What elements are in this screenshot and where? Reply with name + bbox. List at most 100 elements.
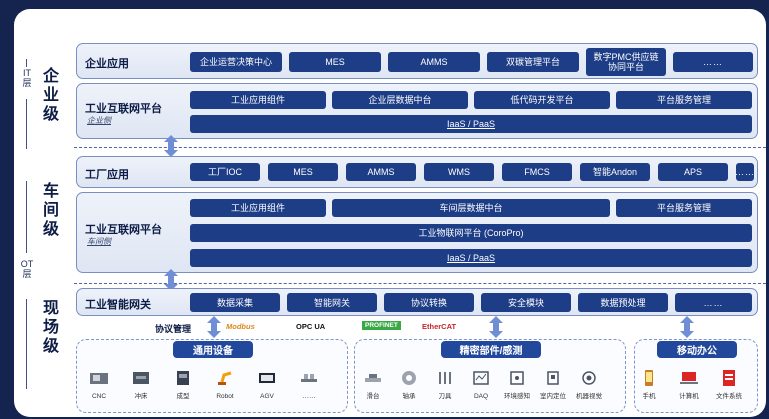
mobile-filesystem: 文件系统 [709, 370, 749, 400]
workshop-platform-components[interactable]: 工业应用组件 [190, 199, 326, 217]
workshop-platform-data-center[interactable]: 车间层数据中台 [332, 199, 610, 217]
level-enterprise-label: 企业级 [42, 68, 59, 123]
enterprise-app-mes[interactable]: MES [289, 52, 381, 72]
gateway-item-smart[interactable]: 智能网关 [287, 293, 377, 312]
phone-icon [645, 370, 653, 386]
part-daq: DAQ [461, 370, 501, 400]
gateway-item-more[interactable]: …… [675, 293, 752, 312]
enterprise-platform-components[interactable]: 工业应用组件 [190, 91, 326, 109]
mobile-office-title: 移动办公 [657, 341, 737, 358]
architecture-diagram: IT层 OT层 企业级 车间级 现场级 企业应用 企业运营决策中心 MES AM… [14, 9, 766, 417]
up-down-arrow-icon [680, 316, 694, 338]
gateway-label: 工业智能网关 [85, 299, 151, 311]
enterprise-apps-label: 企业应用 [85, 58, 129, 70]
factory-app-mes[interactable]: MES [268, 163, 338, 181]
part-tool-label: 刀具 [438, 393, 452, 400]
part-machine-vision: 机器视觉 [569, 370, 609, 400]
workshop-platform-label: 工业互联网平台 [85, 224, 162, 236]
device-cnc: CNC [79, 370, 119, 400]
mobile-phone: 手机 [629, 370, 669, 400]
molding-machine-icon [177, 371, 189, 385]
gateway-panel: 工业智能网关 数据采集 智能网关 协议转换 安全模块 数据预处理 …… [76, 288, 758, 316]
protocol-profinet: PROFINET [362, 321, 401, 330]
gateway-item-security[interactable]: 安全模块 [481, 293, 571, 312]
enterprise-platform-service[interactable]: 平台服务管理 [616, 91, 752, 109]
precision-parts-title: 精密部件/感测 [441, 341, 541, 358]
enterprise-app-amms[interactable]: AMMS [388, 52, 480, 72]
device-agv-label: AGV [260, 393, 274, 400]
enterprise-app-carbon[interactable]: 双碳管理平台 [487, 52, 579, 72]
axis-line-top [26, 59, 27, 67]
factory-app-aps[interactable]: APS [658, 163, 728, 181]
enterprise-platform-iaas[interactable]: IaaS / PaaS [190, 115, 752, 133]
device-robot-label: Robot [216, 393, 234, 400]
enterprise-app-decision-center[interactable]: 企业运营决策中心 [190, 52, 282, 72]
factory-app-fmcs[interactable]: FMCS [502, 163, 572, 181]
part-machine-vision-label: 机器视觉 [576, 393, 602, 400]
camera-icon [582, 371, 596, 385]
gateway-item-convert[interactable]: 协议转换 [384, 293, 474, 312]
gateway-item-preprocess[interactable]: 数据预处理 [578, 293, 668, 312]
protocol-modbus: Modbus [226, 322, 255, 331]
env-sensor-icon [510, 371, 524, 385]
part-daq-label: DAQ [473, 393, 489, 400]
device-press: 冲床 [121, 370, 161, 400]
mobile-computer: 计算机 [669, 370, 709, 400]
bearing-icon [402, 371, 416, 385]
mobile-phone-label: 手机 [642, 393, 656, 400]
enterprise-app-pmc[interactable]: 数字PMC供应链协同平台 [586, 48, 666, 76]
part-indoor-location: 室内定位 [533, 370, 573, 400]
axis-line-lower [26, 299, 27, 389]
part-tool: 刀具 [425, 370, 465, 400]
factory-app-wms[interactable]: WMS [424, 163, 494, 181]
daq-icon [473, 371, 489, 385]
gateway-item-collect[interactable]: 数据采集 [190, 293, 280, 312]
workshop-platform-service[interactable]: 平台服务管理 [616, 199, 752, 217]
factory-apps-label: 工厂应用 [85, 169, 129, 181]
laptop-icon [680, 372, 698, 384]
general-equipment-box: 通用设备 CNC 冲床 成型 Robot AGV …… [76, 339, 348, 413]
enterprise-apps-panel: 企业应用 企业运营决策中心 MES AMMS 双碳管理平台 数字PMC供应链协同… [76, 43, 758, 79]
axis-line-upper [26, 99, 27, 149]
workshop-platform-sublabel: 车间侧 [87, 237, 111, 246]
workshop-platform-iot[interactable]: 工业物联网平台 (CoroPro) [190, 224, 752, 242]
part-bearing-label: 轴承 [402, 393, 416, 400]
enterprise-platform-lowcode[interactable]: 低代码开发平台 [474, 91, 610, 109]
protocols-label: 协议管理 [155, 324, 192, 334]
up-down-arrow-icon [164, 135, 178, 157]
general-equipment-title: 通用设备 [173, 341, 253, 358]
factory-app-andon[interactable]: 智能Andon [580, 163, 650, 181]
precision-parts-box: 精密部件/感测 滑台 轴承 刀具 DAQ 环境感知 室内定位 机器视觉 [354, 339, 626, 413]
device-more-label: …… [302, 393, 316, 400]
enterprise-app-more[interactable]: …… [673, 52, 753, 72]
part-bearing: 轴承 [389, 370, 429, 400]
factory-app-amms[interactable]: AMMS [346, 163, 416, 181]
it-layer-label: IT层 [22, 68, 32, 88]
part-env-sensor-label: 环境感知 [504, 393, 530, 400]
level-workshop-label: 车间级 [42, 183, 59, 238]
factory-app-ioc[interactable]: 工厂IOC [190, 163, 260, 181]
part-slide-label: 滑台 [366, 393, 380, 400]
cutting-tool-icon [439, 372, 451, 384]
cnc-machine-icon [90, 373, 108, 384]
up-down-arrow-icon [207, 316, 221, 338]
press-machine-icon [133, 372, 149, 384]
device-robot: Robot [205, 370, 245, 400]
part-env-sensor: 环境感知 [497, 370, 537, 400]
part-indoor-location-label: 室内定位 [540, 393, 566, 400]
up-down-arrow-icon [164, 269, 178, 291]
enterprise-platform-data-center[interactable]: 企业层数据中台 [332, 91, 468, 109]
agv-icon [259, 373, 275, 383]
workshop-platform-panel: 工业互联网平台 车间侧 工业应用组件 车间层数据中台 平台服务管理 工业物联网平… [76, 192, 758, 273]
factory-app-more[interactable]: …… [735, 163, 754, 181]
separator-workshop [74, 283, 766, 284]
up-down-arrow-icon [489, 316, 503, 338]
level-field-label: 现场级 [42, 300, 59, 355]
device-more: …… [289, 370, 329, 400]
part-slide: 滑台 [353, 370, 393, 400]
axis-line-middle [26, 181, 27, 253]
workshop-platform-iaas[interactable]: IaaS / PaaS [190, 249, 752, 267]
mobile-office-box: 移动办公 手机 计算机 文件系统 [634, 339, 758, 413]
document-icon [723, 370, 735, 386]
conveyor-icon [301, 374, 317, 382]
